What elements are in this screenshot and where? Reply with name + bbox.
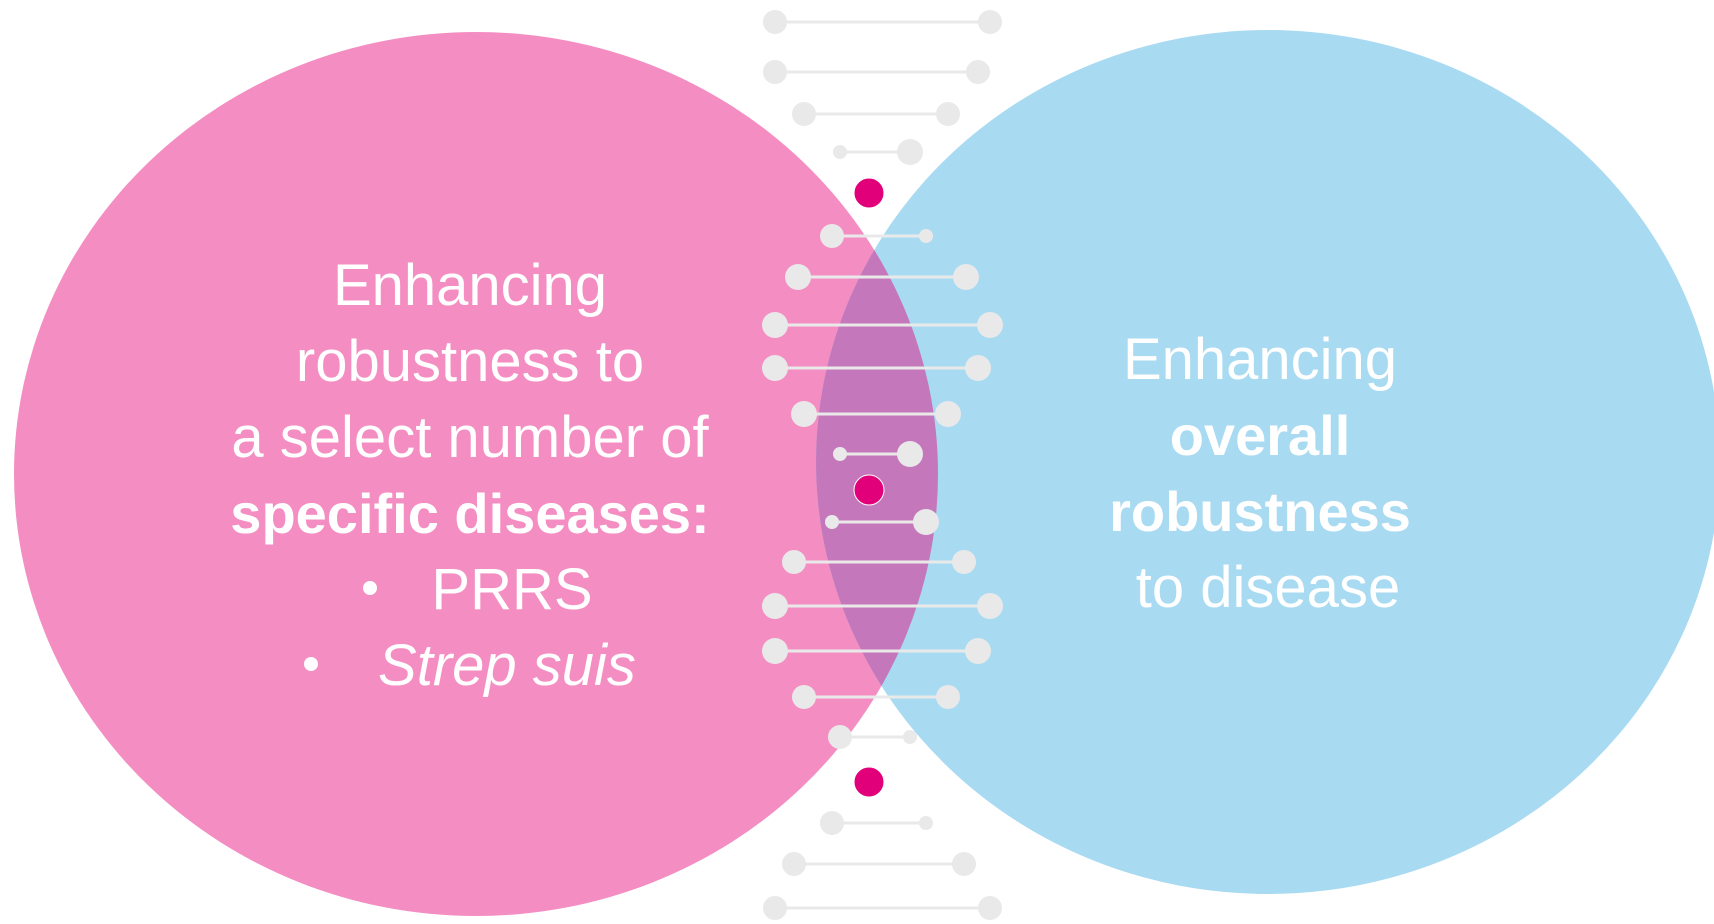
dna-node: [763, 60, 787, 84]
dna-node: [791, 401, 817, 427]
bullet-item-prrs: PRRS: [186, 552, 770, 628]
dna-node: [936, 685, 960, 709]
dna-node: [782, 550, 806, 574]
dna-node: [919, 229, 933, 243]
dna-node: [913, 509, 939, 535]
dna-node: [978, 10, 1002, 34]
left-bold-line: specific diseases:: [230, 482, 710, 545]
dna-node: [897, 139, 923, 165]
dna-node: [762, 312, 788, 338]
dna-node: [936, 102, 960, 126]
dna-node: [978, 896, 1002, 920]
bullet-text-prrs: PRRS: [431, 557, 593, 622]
right-bold-line-1: overall: [1169, 404, 1351, 467]
dna-accent-dot: [853, 766, 885, 798]
dna-node: [953, 264, 979, 290]
dna-node: [903, 730, 917, 744]
dna-node: [966, 60, 990, 84]
dna-node: [763, 896, 787, 920]
dna-accent-dot: [853, 177, 885, 209]
right-circle-text: Enhancing overall robustness to disease: [1020, 322, 1500, 626]
dna-node: [965, 355, 991, 381]
dna-node: [820, 224, 844, 248]
dna-accent-dot: [853, 474, 885, 506]
dna-node: [977, 312, 1003, 338]
dna-node: [935, 401, 961, 427]
dna-node: [762, 593, 788, 619]
left-line-1: Enhancing: [332, 253, 608, 318]
bullet-item-strep-suis: Strep suis: [170, 628, 770, 704]
dna-node: [828, 725, 852, 749]
bullet-icon: [363, 580, 378, 595]
bullet-icon: [304, 656, 319, 671]
dna-node: [820, 811, 844, 835]
dna-node: [952, 550, 976, 574]
dna-node: [833, 145, 847, 159]
dna-node: [792, 685, 816, 709]
dna-node: [965, 638, 991, 664]
right-circle: [816, 30, 1714, 894]
dna-node: [952, 852, 976, 876]
dna-node: [782, 852, 806, 876]
left-line-2: robustness to: [295, 329, 645, 394]
left-circle-text: Enhancing robustness to a select number …: [170, 248, 770, 704]
dna-node: [825, 515, 839, 529]
dna-node: [763, 10, 787, 34]
dna-node: [792, 102, 816, 126]
dna-node: [785, 264, 811, 290]
right-line-1: Enhancing: [1122, 327, 1398, 392]
dna-node: [762, 355, 788, 381]
right-line-last: to disease: [1135, 555, 1401, 620]
dna-node: [919, 816, 933, 830]
bullet-text-strep-suis: Strep suis: [378, 633, 636, 698]
dna-strand-icon: [762, 10, 1003, 920]
left-line-3: a select number of: [231, 405, 709, 470]
dna-node: [762, 638, 788, 664]
dna-node: [977, 593, 1003, 619]
right-bold-line-2: robustness: [1109, 480, 1411, 543]
dna-node: [833, 447, 847, 461]
left-circle: [14, 32, 938, 916]
dna-node: [897, 441, 923, 467]
